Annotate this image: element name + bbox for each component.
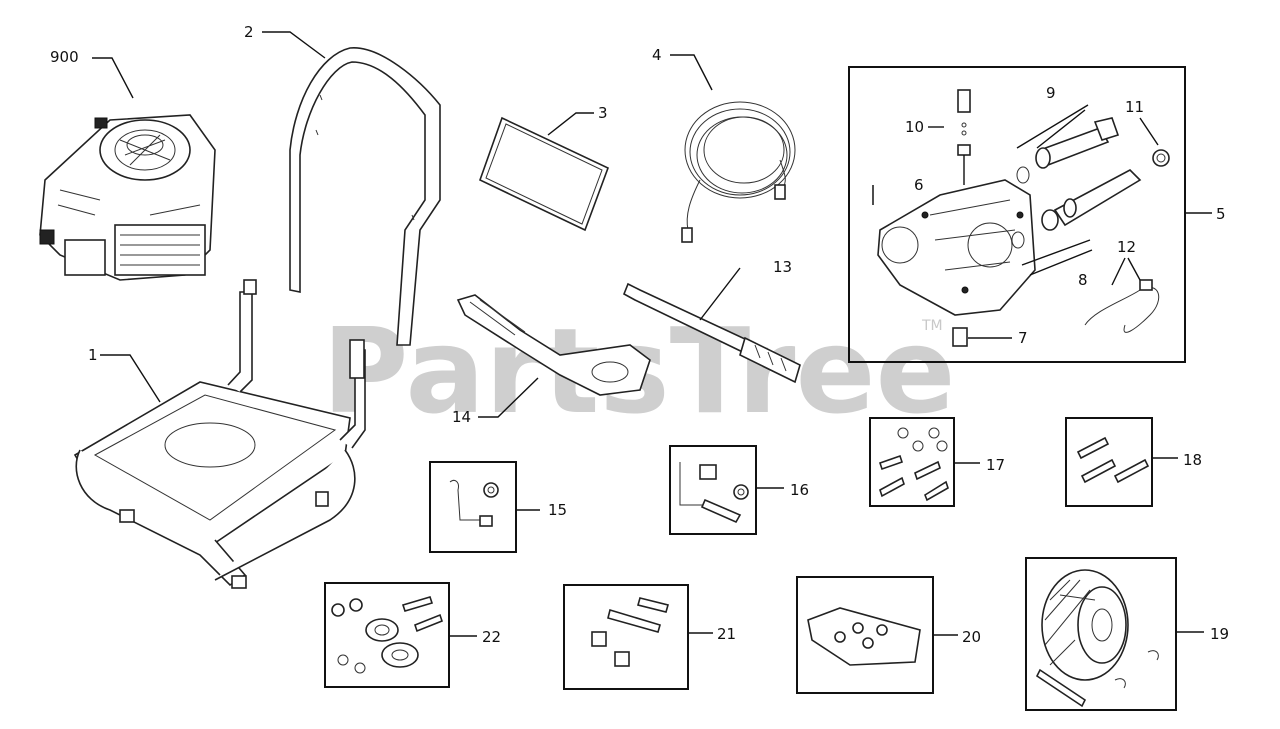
part-handle[interactable] [289,47,441,346]
callout-label-6: 6 [914,176,924,194]
callout-4: 4 [652,46,713,91]
part-engine[interactable] [39,114,216,281]
callout-label-14: 14 [452,408,471,426]
callout-label-900: 900 [50,48,79,66]
callout-7: 7 [968,329,1028,347]
callout-label-19: 19 [1210,625,1229,643]
callout-18: 18 [1152,451,1202,469]
kit-18-box [1065,417,1153,507]
callout-label-13: 13 [773,258,792,276]
part-manual[interactable] [479,116,610,232]
callout-label-17: 17 [986,456,1005,474]
callout-1: 1 [88,346,161,403]
part-upper-tube[interactable] [1016,117,1120,184]
part-kit-16[interactable] [679,462,749,524]
callout-20: 20 [933,628,981,646]
callout-label-15: 15 [548,501,567,519]
part-kit-22[interactable] [331,596,443,674]
part-pump[interactable] [877,179,1036,316]
callout-label-10: 10 [905,118,924,136]
callout-2: 2 [244,23,326,59]
callout-5: 5 [1185,205,1226,223]
callout-label-21: 21 [717,625,736,643]
part-frame-base[interactable] [73,279,366,589]
callout-17: 17 [954,456,1005,474]
callout-label-4: 4 [652,46,662,64]
part-spray-gun[interactable] [456,294,651,396]
kit-21-box [563,584,689,690]
callout-6: 6 [914,176,924,194]
watermark-trademark: TM [921,318,943,334]
part-kit-17[interactable] [878,427,949,502]
callout-900: 900 [50,48,134,99]
callout-label-1: 1 [88,346,98,364]
callout-label-2: 2 [244,23,254,41]
kit-19-box [1025,557,1177,711]
pump-assembly-box [848,66,1186,363]
callout-15: 15 [516,501,567,519]
part-hose[interactable] [681,101,796,243]
part-kit-21[interactable] [591,597,669,667]
part-parts-bag[interactable] [807,607,921,666]
callout-16: 16 [756,481,809,499]
part-kit-18[interactable] [1076,436,1150,484]
callout-label-11: 11 [1125,98,1144,116]
callout-label-22: 22 [482,628,501,646]
callout-19: 19 [1176,625,1229,643]
kit-15-box [429,461,517,553]
callout-label-20: 20 [962,628,981,646]
callout-label-5: 5 [1216,205,1226,223]
part-wand[interactable] [622,282,801,384]
callout-11: 11 [1125,98,1159,146]
part-fitting[interactable] [957,89,971,185]
callout-label-8: 8 [1078,271,1088,289]
callout-label-9: 9 [1046,84,1056,102]
callout-22: 22 [449,628,501,646]
callout-13: 13 [699,258,792,321]
part-wheel[interactable] [1035,569,1159,708]
kit-17-box [869,417,955,507]
part-valve[interactable] [952,327,968,347]
callout-8: 8 [1021,239,1093,289]
callout-9: 9 [1016,84,1089,149]
callout-10: 10 [905,118,944,136]
part-cap[interactable] [1152,149,1170,167]
callout-14: 14 [452,377,539,426]
callout-label-7: 7 [1018,329,1028,347]
callout-label-16: 16 [790,481,809,499]
part-small-hose[interactable] [1084,279,1160,333]
part-lower-tube[interactable] [1011,169,1142,249]
callout-3: 3 [547,104,608,136]
kit-22-box [324,582,450,688]
callout-label-12: 12 [1117,238,1136,256]
callout-12: 12 [1111,238,1141,286]
callout-21: 21 [688,625,736,643]
callout-label-3: 3 [598,104,608,122]
part-kit-15[interactable] [449,479,499,527]
kit-16-box [669,445,757,535]
callout-label-18: 18 [1183,451,1202,469]
